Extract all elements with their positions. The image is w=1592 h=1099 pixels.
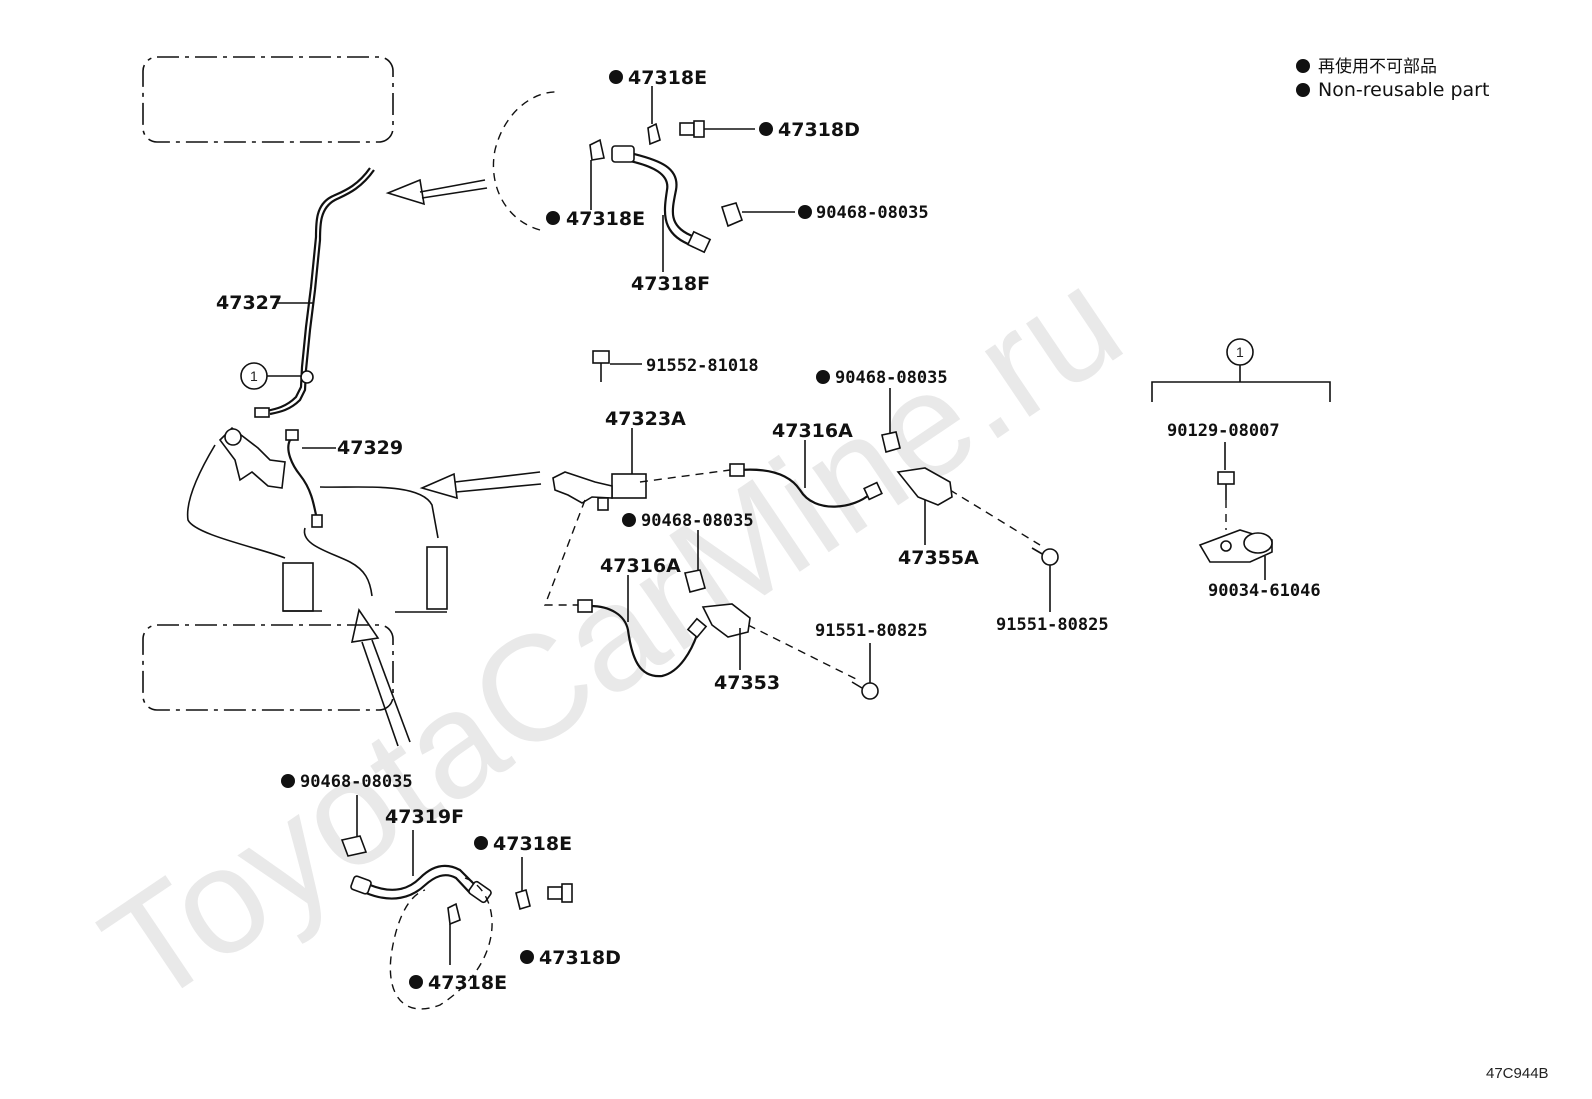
dash-47353-bolt [747,624,859,681]
dot-90468-top [798,205,812,219]
bolt-91552 [592,350,610,382]
group-marker-right-text: 1 [1236,344,1244,360]
bolt-47318D-top [679,120,705,138]
bolt-47318D-bottom [547,883,573,903]
legend-dot-2 [1296,83,1310,97]
label-90468-bottom: 90468-08035 [300,772,413,792]
bracket-47353 [701,603,751,638]
dash-junction-left [543,499,586,606]
junction-47323A [552,471,647,511]
label-47329: 47329 [337,437,403,459]
bracket-47355A [896,467,953,506]
dot-47318E-bottom [409,975,423,989]
clip-90468-mid [684,569,706,593]
clamp-90034 [1198,529,1273,563]
group-bracket [1151,381,1331,402]
label-47318E-mid: 47318E [566,208,645,230]
clip-90468-top [720,202,744,228]
legend-dot-1 [1296,59,1310,73]
bolt-91551-right [1031,547,1059,566]
hose-47318F [589,138,712,254]
legend-jp-text: 再使用不可部品 [1318,56,1437,77]
label-47318D-bottom: 47318D [539,947,621,969]
label-47318F: 47318F [631,273,710,295]
label-90468-top: 90468-08035 [816,203,929,223]
watermark-text: ToyotaCarMine.ru [74,235,1149,1036]
label-47327: 47327 [216,292,282,314]
arrow-middle [419,471,542,500]
dot-47318E-bottom-right [474,836,488,850]
label-47353: 47353 [714,672,780,694]
label-91551-right: 91551-80825 [996,615,1109,635]
label-47318E-top: 47318E [628,67,707,89]
label-90468-mid-right: 90468-08035 [835,368,948,388]
brake-tube-47329 [285,429,323,528]
label-91551-left: 91551-80825 [815,621,928,641]
clip-90468-bottom [340,835,368,857]
dot-47318E-top [609,70,623,84]
master-cylinder [186,426,448,613]
arrow-top [385,178,488,206]
ref-box-top [142,56,394,143]
dot-47318E-mid [546,211,560,225]
label-47319F: 47319F [385,806,464,828]
bolt-90129 [1217,471,1235,530]
clip-90468-mid-right [881,431,901,453]
clip-47318E-top [647,122,661,146]
label-47318D-top: 47318D [778,119,860,141]
label-90129: 90129-08007 [1167,421,1280,441]
hose-47316A-left [577,599,708,678]
label-90468-mid: 90468-08035 [641,511,754,531]
label-47355A: 47355A [898,547,979,569]
dot-90468-mid [622,513,636,527]
label-47316A-right: 47316A [772,420,853,442]
label-47318E-bottom: 47318E [428,972,507,994]
dot-90468-bottom [281,774,295,788]
dot-90468-mid-right [816,370,830,384]
ref-box-bottom [142,624,394,711]
label-47316A-left: 47316A [600,555,681,577]
legend: 再使用不可部品 Non-reusable part [1296,56,1489,101]
label-47318E-bottom-right: 47318E [493,833,572,855]
arrow-bottom [350,608,411,747]
label-91552: 91552-81018 [646,356,759,376]
clip-47318E-bottom-inner [447,902,461,926]
dot-47318D-bottom [520,950,534,964]
dot-47318D-top [759,122,773,136]
brake-tube-47327 [254,167,375,418]
hose-47316A-right [729,463,883,508]
bolt-91551-left [851,681,879,700]
dash-junction-right [639,469,731,483]
legend-en-text: Non-reusable part [1318,79,1489,101]
detail-ellipse-bottom [389,877,493,1010]
clip-47318E-bottom-right [515,888,531,911]
dash-47355A-bolt [949,489,1041,546]
label-90034: 90034-61046 [1208,581,1321,601]
group-marker-left-text: 1 [250,368,258,384]
diagram-code: 47C944B [1486,1065,1549,1082]
detail-ellipse-top [492,91,561,231]
label-47323A: 47323A [605,408,686,430]
